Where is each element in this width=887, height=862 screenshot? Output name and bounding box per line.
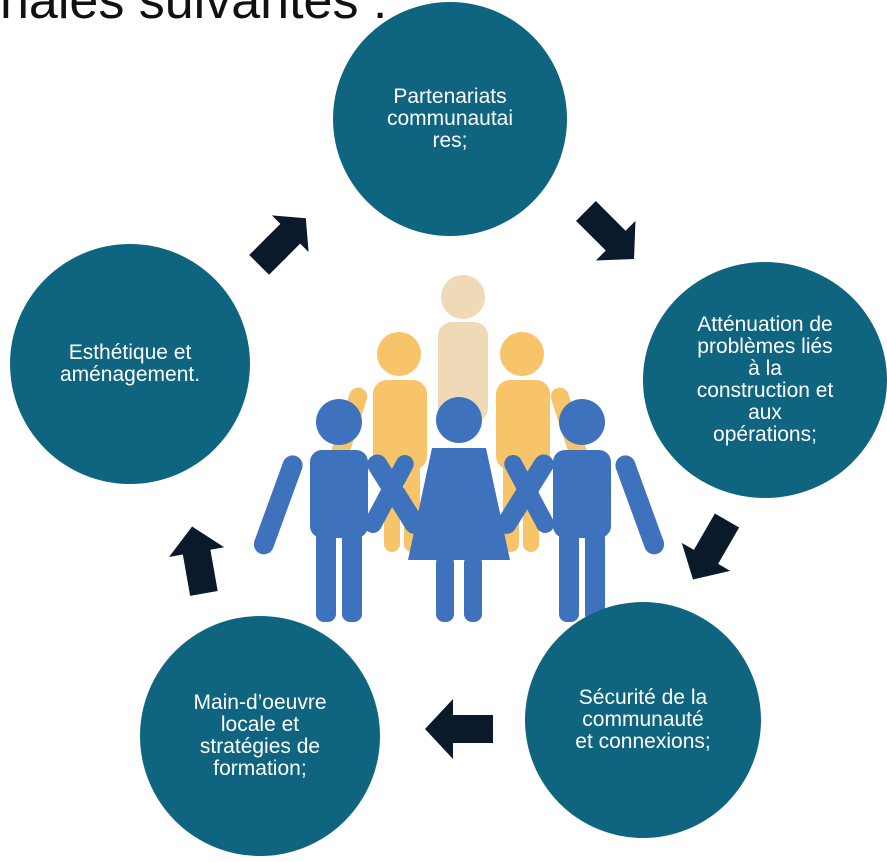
arrow-down-right-icon [576,201,636,261]
node-community-safety: Sécurité de la communauté et connexions; [525,602,761,838]
node-local-workforce: Main-d’oeuvre locale et stratégies de fo… [140,616,380,856]
node-aesthetics: Esthétique et aménagement. [10,244,250,484]
node-label: Atténuation de problèmes liés à la const… [696,313,834,446]
node-construction-mitigation: Atténuation de problèmes liés à la const… [643,262,887,498]
page-heading: nales suivantes : [0,0,887,31]
heading-text: nales suivantes : [0,0,388,30]
person-front-right-icon [496,399,665,622]
arrow-up-right-icon [249,215,309,275]
node-label: Esthétique et aménagement. [59,341,201,386]
node-label: Sécurité de la communauté et connexions; [575,686,711,753]
node-community-partnerships: Partenariats communautai res; [333,2,567,236]
person-back-icon [438,275,488,422]
arrow-left-icon [425,699,493,759]
node-label: Main-d’oeuvre locale et stratégies de fo… [193,691,327,780]
node-label: Partenariats communautai res; [386,85,514,152]
arrow-up-icon [169,526,225,596]
arrow-down-left-icon [681,513,740,580]
